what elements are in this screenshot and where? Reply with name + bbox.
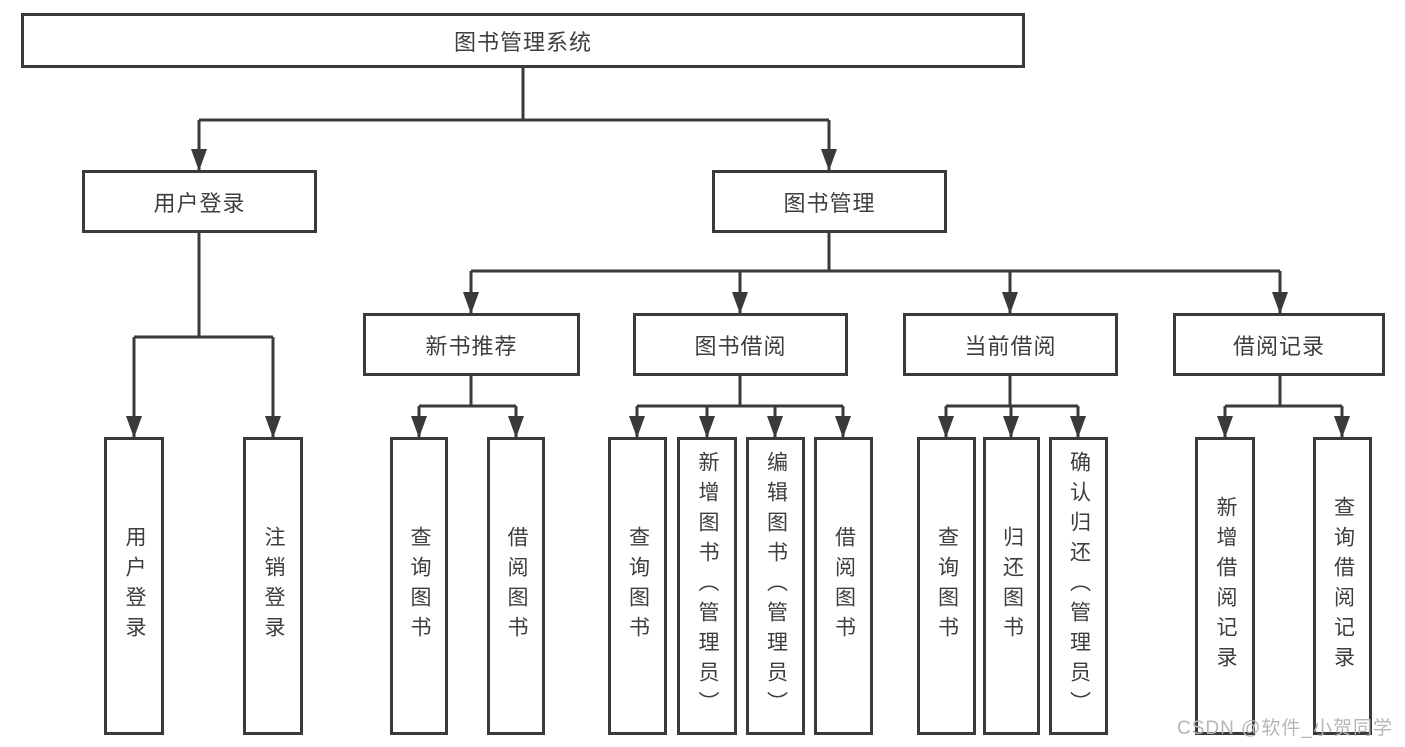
node-book-management-branch: 图书管理 [712, 170, 947, 233]
node-new-book-recommendation: 新书推荐 [363, 313, 580, 376]
node-user-login-branch: 用户登录 [82, 170, 317, 233]
leaf-borrow-books-2-label: 借阅图书 [832, 526, 856, 646]
leaf-add-books-admin: 新增图书（管理员） [677, 437, 737, 735]
leaf-query-books-1: 查询图书 [390, 437, 448, 735]
node-root-book-management-system: 图书管理系统 [21, 13, 1025, 68]
node-book-borrowing: 图书借阅 [633, 313, 848, 376]
leaf-add-books-admin-label: 新增图书（管理员） [696, 451, 719, 721]
leaf-edit-books-admin: 编辑图书（管理员） [746, 437, 805, 735]
leaf-logout: 注销登录 [243, 437, 303, 735]
leaf-query-books-2-label: 查询图书 [626, 526, 650, 646]
leaf-logout-label: 注销登录 [262, 526, 285, 646]
leaf-borrow-books-1-label: 借阅图书 [505, 526, 528, 646]
node-borrowing-records: 借阅记录 [1173, 313, 1385, 376]
leaf-borrow-books-1: 借阅图书 [487, 437, 545, 735]
leaf-query-borrow-record: 查询借阅记录 [1313, 437, 1372, 735]
leaf-query-books-1-label: 查询图书 [408, 526, 431, 646]
leaf-confirm-return-admin: 确认归还（管理员） [1049, 437, 1108, 735]
leaf-return-books: 归还图书 [983, 437, 1040, 735]
leaf-query-books-2: 查询图书 [608, 437, 667, 735]
leaf-add-borrow-record-label: 新增借阅记录 [1214, 496, 1237, 676]
leaf-user-login: 用户登录 [104, 437, 164, 735]
leaf-query-borrow-record-label: 查询借阅记录 [1331, 496, 1355, 676]
leaf-edit-books-admin-label: 编辑图书（管理员） [764, 451, 788, 721]
node-current-borrowing: 当前借阅 [903, 313, 1118, 376]
leaf-add-borrow-record: 新增借阅记录 [1195, 437, 1255, 735]
leaf-confirm-return-admin-label: 确认归还（管理员） [1067, 451, 1091, 721]
leaf-borrow-books-2: 借阅图书 [814, 437, 873, 735]
leaf-return-books-label: 归还图书 [1000, 526, 1024, 646]
csdn-watermark: CSDN @软件_小贺同学 [1177, 718, 1393, 739]
leaf-query-books-3: 查询图书 [917, 437, 976, 735]
leaf-query-books-3-label: 查询图书 [935, 526, 959, 646]
leaf-user-login-label: 用户登录 [123, 526, 146, 646]
